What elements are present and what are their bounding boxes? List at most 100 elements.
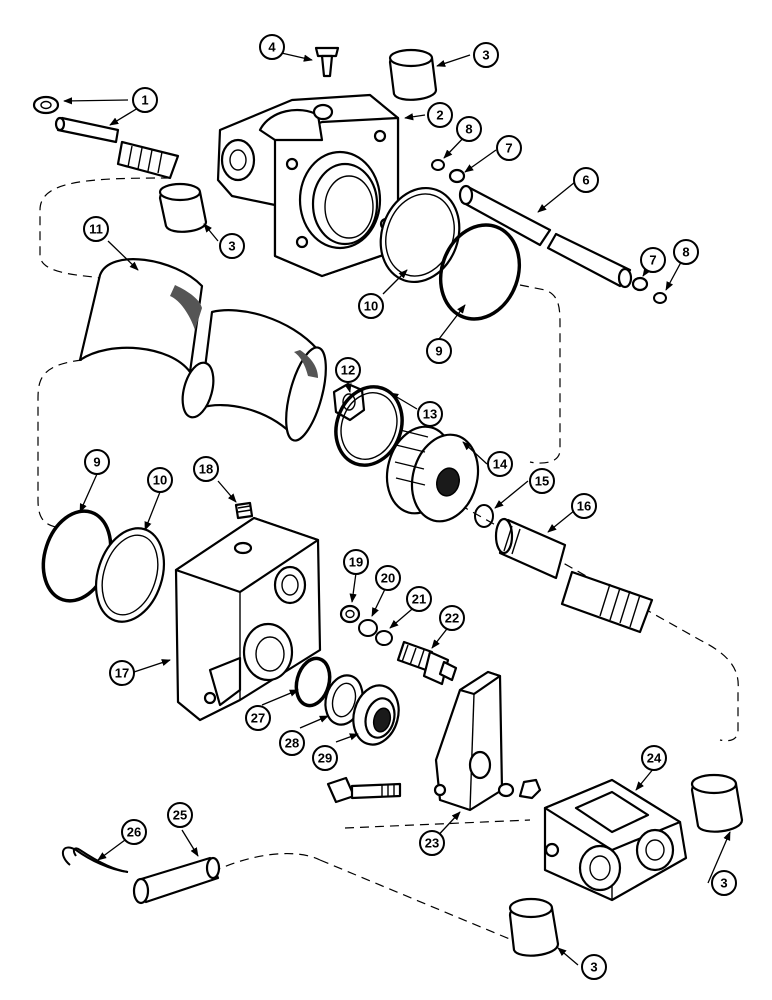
callout-9-upper: 9 [426, 338, 452, 364]
part-10-ring-upper [379, 186, 461, 284]
svg-text:3: 3 [590, 960, 597, 975]
svg-text:22: 22 [445, 611, 459, 626]
callout-2: 2 [427, 102, 453, 128]
svg-text:20: 20 [381, 571, 395, 586]
part-3-bushing-bottom [508, 897, 560, 957]
part-6-pin [458, 184, 633, 289]
part-7-washer-lower [631, 276, 649, 292]
part-18-set-screw [234, 501, 254, 520]
svg-text:7: 7 [505, 141, 512, 156]
callout-12: 12 [335, 357, 361, 383]
part-7-washer-upper [448, 168, 466, 184]
part-11-barrel [78, 258, 327, 442]
callout-28: 28 [279, 730, 305, 756]
callout-21: 21 [406, 586, 432, 612]
callout-6: 6 [573, 167, 599, 193]
svg-text:10: 10 [153, 473, 167, 488]
svg-text:7: 7 [649, 253, 656, 268]
svg-text:3: 3 [228, 239, 235, 254]
svg-text:17: 17 [115, 666, 129, 681]
svg-text:2: 2 [436, 108, 443, 123]
svg-text:23: 23 [425, 836, 439, 851]
callout-3-upper: 3 [473, 42, 499, 68]
part-3-bushing-right [690, 773, 744, 833]
callout-3-right: 3 [711, 870, 737, 896]
svg-text:3: 3 [482, 48, 489, 63]
part-2-housing [216, 93, 400, 278]
svg-text:28: 28 [285, 736, 299, 751]
part-15-ring [474, 504, 494, 528]
part-26-hair-pin [61, 846, 129, 873]
svg-text:24: 24 [647, 751, 662, 766]
part-27-oring [294, 656, 332, 708]
svg-text:11: 11 [89, 222, 103, 237]
part-13-seal-ring [334, 385, 404, 467]
callout-7-lower: 7 [640, 247, 666, 273]
callout-24: 24 [641, 745, 667, 771]
callout-7-upper: 7 [496, 135, 522, 161]
callout-1: 1 [132, 87, 158, 113]
svg-text:26: 26 [127, 825, 141, 840]
part-14-piston [385, 425, 480, 523]
part-20-ring [358, 619, 378, 637]
svg-text:14: 14 [493, 457, 508, 472]
svg-text:25: 25 [173, 808, 187, 823]
svg-text:6: 6 [582, 173, 589, 188]
callout-23: 23 [419, 830, 445, 856]
part-8-ring-lower [653, 292, 667, 304]
callout-10-upper: 10 [358, 293, 384, 319]
part-24-clevis [543, 778, 688, 902]
part-25-pin [132, 856, 221, 905]
svg-text:16: 16 [577, 499, 591, 514]
callout-8-upper: 8 [456, 116, 482, 142]
svg-text:18: 18 [199, 462, 213, 477]
leader-lines [63, 48, 731, 966]
callout-11: 11 [83, 216, 109, 242]
svg-text:8: 8 [682, 245, 689, 260]
svg-text:9: 9 [93, 455, 100, 470]
callout-22: 22 [439, 605, 465, 631]
part-3-bushing-left [158, 182, 208, 233]
part-1-pin-and-nut [32, 95, 180, 180]
callout-labels: 1 2 3 3 3 3 4 6 7 7 8 8 9 9 10 10 11 12 … [83, 34, 737, 980]
svg-text:15: 15 [535, 474, 549, 489]
callout-3-bottom: 3 [581, 954, 607, 980]
svg-text:1: 1 [141, 93, 148, 108]
svg-text:8: 8 [465, 122, 472, 137]
callout-14: 14 [487, 451, 513, 477]
callout-16: 16 [571, 493, 597, 519]
callout-13: 13 [417, 401, 443, 427]
svg-text:19: 19 [349, 555, 363, 570]
part-4-screw [314, 46, 340, 78]
callout-9-lower: 9 [84, 449, 110, 475]
svg-text:29: 29 [318, 751, 332, 766]
callout-10-lower: 10 [147, 467, 173, 493]
part-17-valve-block [174, 516, 322, 722]
svg-text:21: 21 [412, 592, 426, 607]
part-21-ring [375, 630, 393, 646]
callout-4: 4 [259, 34, 285, 60]
part-19-washer [339, 604, 361, 624]
callout-20: 20 [375, 565, 401, 591]
assembly-centerlines [37, 177, 739, 941]
svg-text:10: 10 [364, 299, 378, 314]
callout-17: 17 [109, 660, 135, 686]
svg-text:27: 27 [251, 711, 265, 726]
callout-8-lower: 8 [673, 239, 699, 265]
callout-25: 25 [167, 802, 193, 828]
part-23-clamp-assembly [326, 670, 542, 812]
callout-19: 19 [343, 549, 369, 575]
callout-3-left: 3 [219, 233, 245, 259]
callout-26: 26 [121, 819, 147, 845]
part-9-oring-upper [438, 223, 522, 321]
callout-27: 27 [245, 705, 271, 731]
svg-text:3: 3 [720, 876, 727, 891]
svg-text:12: 12 [341, 363, 355, 378]
callout-29: 29 [312, 745, 338, 771]
part-3-bushing-upper [388, 48, 438, 101]
part-16-rod [494, 517, 654, 634]
callout-15: 15 [529, 468, 555, 494]
callout-18: 18 [193, 456, 219, 482]
svg-text:9: 9 [435, 344, 442, 359]
